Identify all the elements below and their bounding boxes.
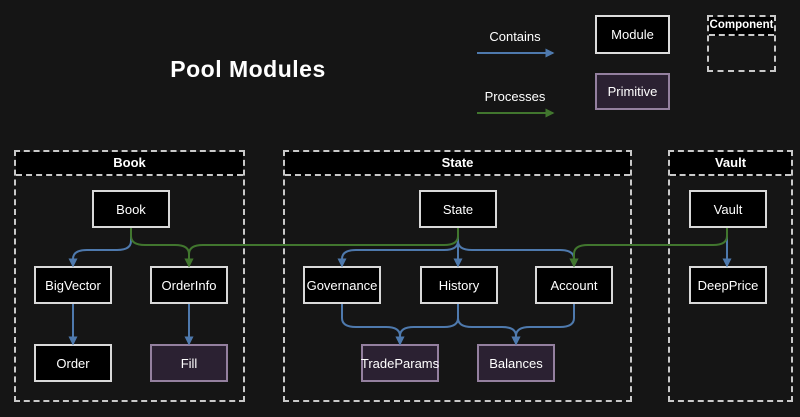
- legend-component-label: Component: [709, 17, 774, 36]
- container-state: State: [283, 150, 632, 402]
- node-bigvector: BigVector: [34, 266, 112, 304]
- legend-primitive-box: Primitive: [595, 73, 670, 110]
- legend-component-box: Component: [707, 15, 776, 72]
- container-book: Book: [14, 150, 245, 402]
- container-state-header: State: [285, 152, 630, 176]
- node-fill: Fill: [150, 344, 228, 382]
- node-account: Account: [535, 266, 613, 304]
- node-history: History: [420, 266, 498, 304]
- node-state: State: [419, 190, 497, 228]
- legend-module-box: Module: [595, 15, 670, 54]
- legend-processes-label: Processes: [484, 89, 546, 104]
- container-book-header: Book: [16, 152, 243, 176]
- node-balances: Balances: [477, 344, 555, 382]
- node-governance: Governance: [303, 266, 381, 304]
- container-vault: Vault: [668, 150, 793, 402]
- legend-module-label: Module: [611, 27, 654, 42]
- node-tradeparams: TradeParams: [361, 344, 439, 382]
- container-vault-header: Vault: [670, 152, 791, 176]
- node-vault: Vault: [689, 190, 767, 228]
- node-book: Book: [92, 190, 170, 228]
- legend-contains-label: Contains: [489, 29, 541, 44]
- node-deepprice: DeepPrice: [689, 266, 767, 304]
- page-title: Pool Modules: [170, 56, 326, 82]
- node-orderinfo: OrderInfo: [150, 266, 228, 304]
- node-order: Order: [34, 344, 112, 382]
- legend-primitive-label: Primitive: [607, 84, 658, 99]
